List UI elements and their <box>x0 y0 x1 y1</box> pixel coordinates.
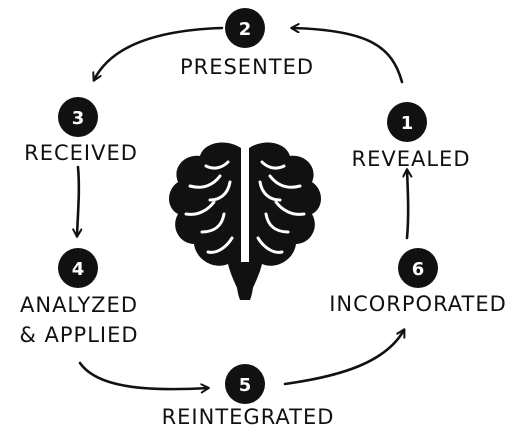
stage-label-incorporated: INCORPORATED <box>329 289 507 319</box>
arrow-6-to-1 <box>407 170 408 240</box>
step-number-2: 2 <box>239 19 252 40</box>
stage-label-reintegrated: REINTEGRATED <box>162 402 335 432</box>
step-number-3: 3 <box>72 108 85 129</box>
stage-label-analyzed-applied: ANALYZED & APPLIED <box>19 290 138 350</box>
stage-label-presented-text: PRESENTED <box>179 55 315 79</box>
step-circle-2: 2 <box>225 8 265 48</box>
stage-label-reintegrated-text: REINTEGRATED <box>161 405 335 429</box>
step-circle-4: 4 <box>58 248 98 288</box>
arrow-1-to-2 <box>292 28 404 84</box>
stage-label-revealed: REVEALED <box>352 144 471 174</box>
stage-label-applied-text: & APPLIED <box>19 323 139 347</box>
step-circle-6: 6 <box>398 248 438 288</box>
stage-label-received-text: RECEIVED <box>24 141 138 165</box>
stage-label-revealed-text: REVEALED <box>351 147 471 171</box>
stage-label-received: RECEIVED <box>24 138 138 168</box>
brain-icon <box>169 142 321 300</box>
step-number-5: 5 <box>239 375 252 396</box>
stage-label-incorporated-text: INCORPORATED <box>329 292 507 316</box>
arrow-5-to-6 <box>283 330 404 386</box>
arrow-4-to-5 <box>78 361 208 389</box>
step-number-6: 6 <box>412 259 425 280</box>
step-circle-5: 5 <box>225 364 265 404</box>
arrow-2-to-3 <box>94 26 224 80</box>
step-number-1: 1 <box>401 113 414 134</box>
arrow-3-to-4 <box>77 165 79 236</box>
stage-label-analyzed-text: ANALYZED <box>19 293 139 317</box>
step-number-4: 4 <box>72 259 85 280</box>
step-circle-1: 1 <box>387 102 427 142</box>
stage-label-presented: PRESENTED <box>180 52 314 82</box>
step-circle-3: 3 <box>58 97 98 137</box>
